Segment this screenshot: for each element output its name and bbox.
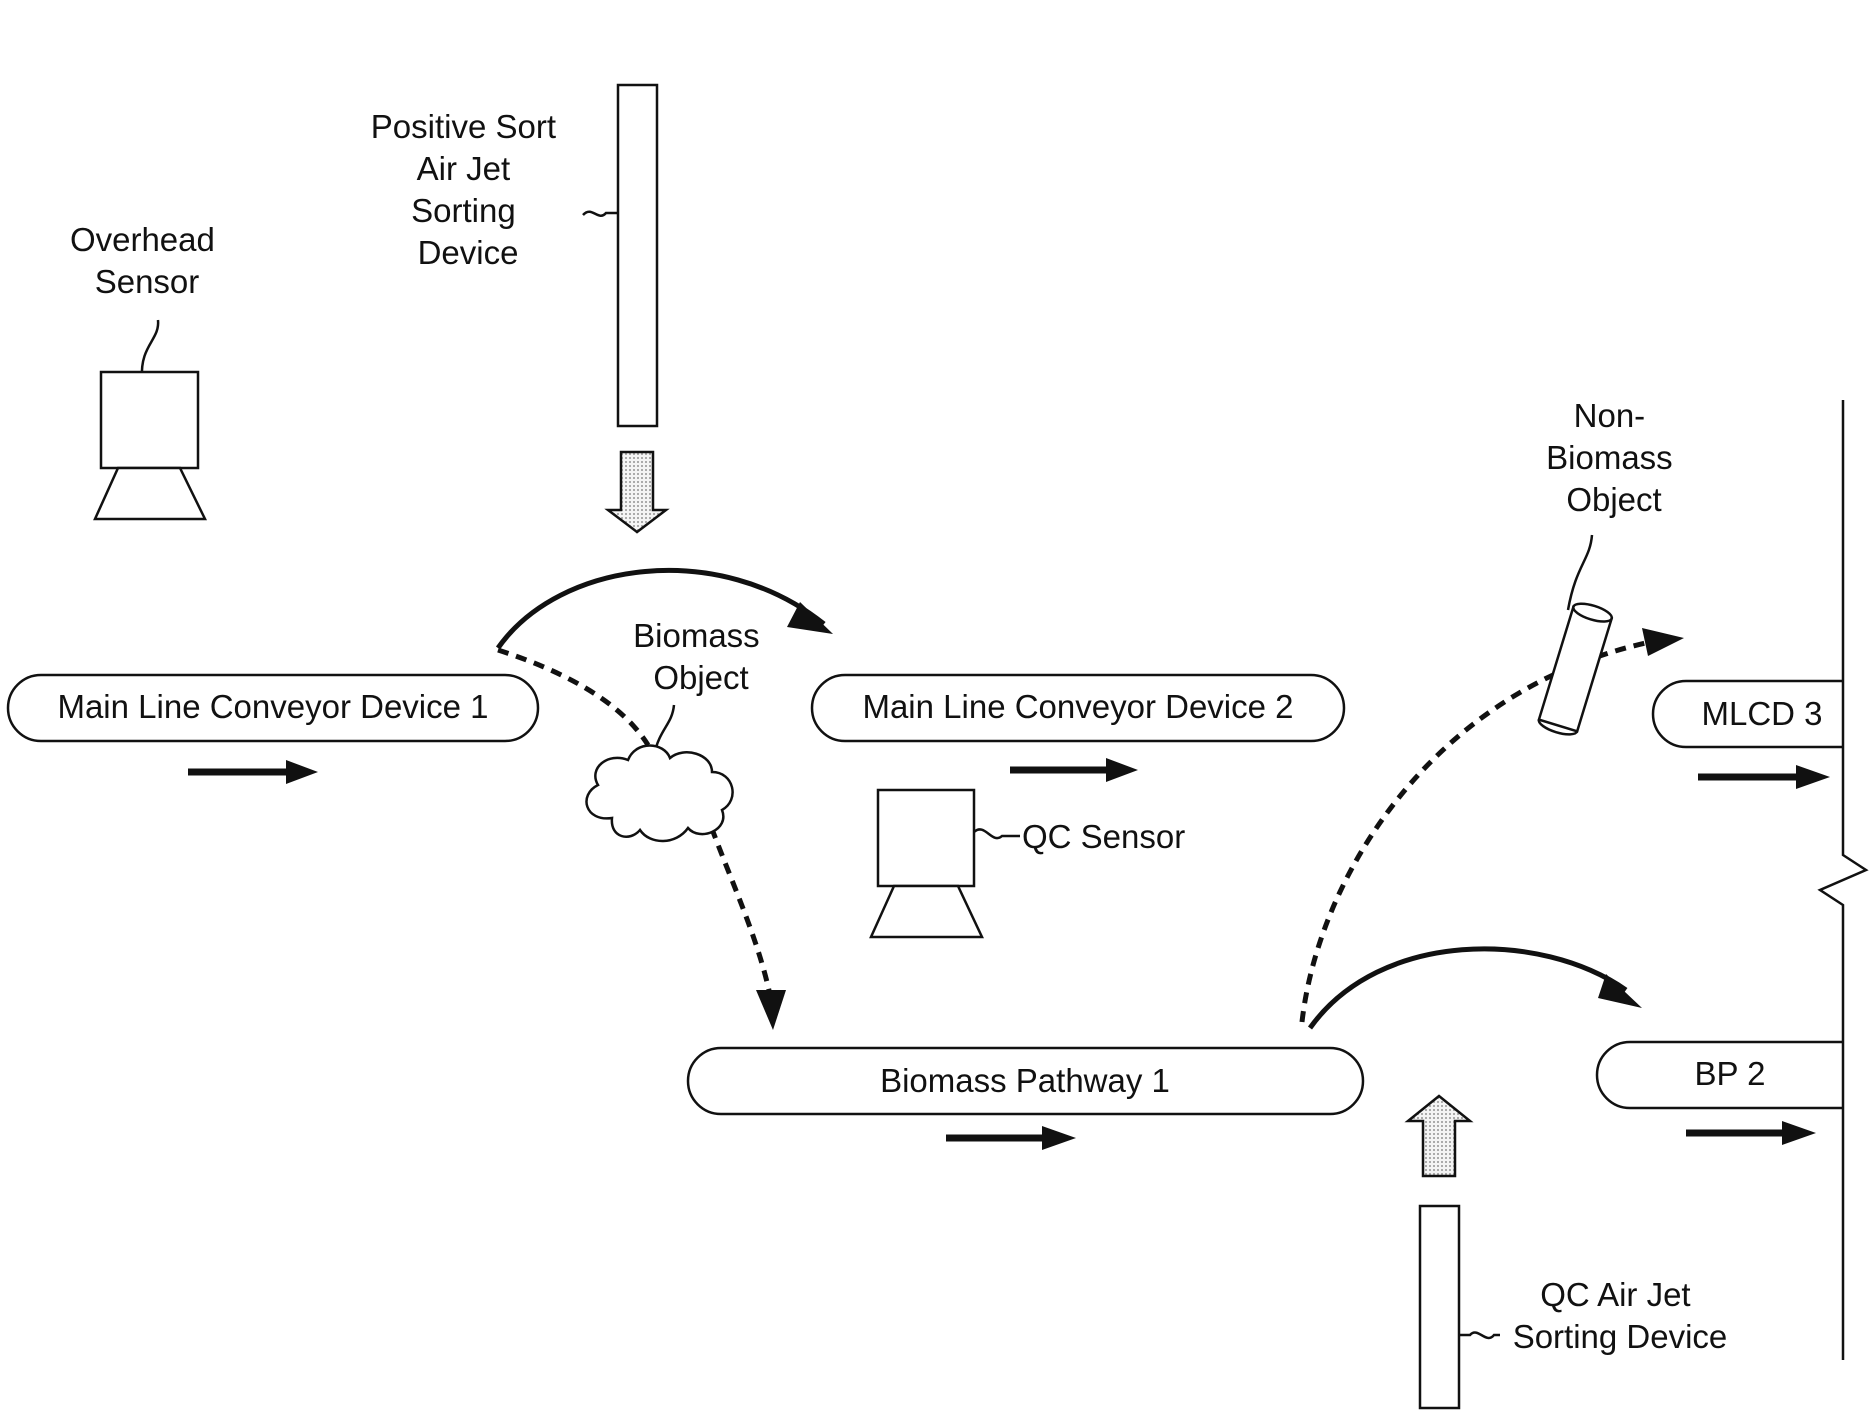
- qc-air-jet: QC Air Jet Sorting Device: [1408, 1096, 1727, 1408]
- overhead-sensor: Overhead Sensor: [70, 221, 224, 519]
- main-line-conveyor-1: Main Line Conveyor Device 1: [8, 675, 538, 784]
- qc-sensor-leader: [974, 829, 1020, 838]
- overhead-sensor-label: Overhead Sensor: [70, 221, 224, 300]
- non-biomass-label: Non- Biomass Object: [1546, 397, 1682, 518]
- direction-arrow-icon: [946, 1126, 1076, 1150]
- biomass-fall-arrowhead: [756, 990, 786, 1030]
- main-line-conveyor-2: Main Line Conveyor Device 2: [812, 675, 1344, 782]
- cloud-icon: [587, 746, 733, 842]
- sorted-trajectory-arrowhead: [787, 602, 833, 634]
- non-biomass-object: Non- Biomass Object: [1537, 397, 1682, 738]
- direction-arrow-icon: [188, 760, 318, 784]
- downward-air-blast-icon: [608, 452, 666, 532]
- air-jet-nozzle-icon: [1420, 1206, 1459, 1408]
- biomass-object: Biomass Object: [587, 617, 769, 841]
- break-line: [1820, 400, 1866, 1360]
- qc-sensor: QC Sensor: [871, 790, 1185, 937]
- mlcd1-label: Main Line Conveyor Device 1: [57, 688, 488, 725]
- qc-air-jet-leader: [1459, 1333, 1500, 1338]
- direction-arrow-icon: [1698, 765, 1830, 789]
- overhead-sensor-leader: [142, 320, 158, 378]
- mlcd2-label: Main Line Conveyor Device 2: [862, 688, 1293, 725]
- qc-air-jet-label: QC Air Jet Sorting Device: [1513, 1276, 1728, 1355]
- air-jet-nozzle-icon: [618, 85, 657, 426]
- direction-arrow-icon: [1686, 1121, 1816, 1145]
- cylinder-icon: [1537, 600, 1614, 738]
- positive-sort-air-jet: Positive Sort Air Jet Sorting Device: [371, 85, 666, 532]
- non-biomass-leader: [1568, 535, 1592, 610]
- non-biomass-ejection-arrowhead: [1642, 628, 1684, 656]
- biomass-continue-trajectory: [1310, 949, 1626, 1028]
- biomass-object-label: Biomass Object: [633, 617, 769, 696]
- bp2-label: BP 2: [1695, 1055, 1766, 1092]
- positive-sort-label: Positive Sort Air Jet Sorting Device: [371, 108, 565, 271]
- biomass-continue-arrowhead: [1598, 974, 1642, 1008]
- direction-arrow-icon: [1010, 758, 1138, 782]
- bp-2: BP 2: [1597, 1042, 1843, 1145]
- bp1-label: Biomass Pathway 1: [880, 1062, 1170, 1099]
- camera-sensor-icon: [871, 790, 982, 937]
- biomass-fall-trajectory: [705, 810, 772, 1005]
- upward-air-blast-icon: [1408, 1096, 1470, 1176]
- mlcd-3: MLCD 3: [1653, 681, 1843, 789]
- positive-sort-leader: [583, 212, 618, 216]
- biomass-pathway-1: Biomass Pathway 1: [688, 1048, 1363, 1150]
- camera-sensor-icon: [95, 372, 205, 519]
- non-biomass-ejection-trajectory: [1302, 642, 1650, 1022]
- qc-sensor-label: QC Sensor: [1022, 818, 1185, 855]
- mlcd3-label: MLCD 3: [1701, 695, 1822, 732]
